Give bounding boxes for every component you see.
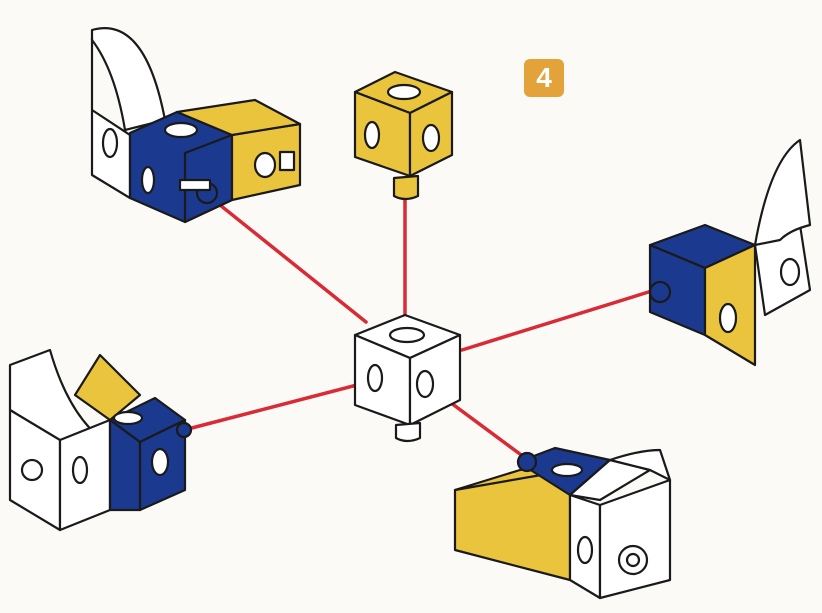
center-hub-cube: [353, 313, 462, 443]
right-assembly: [648, 138, 812, 367]
rod-left: [182, 378, 378, 432]
step-number-badge: 4: [524, 59, 564, 97]
curved-wedge: [90, 27, 167, 132]
top-left-assembly: [90, 27, 302, 224]
top-yellow-cube: [353, 70, 454, 201]
rod-top-left: [208, 195, 368, 324]
rod-right: [460, 288, 657, 352]
bottom-right-assembly: [453, 446, 672, 600]
left-assembly: [8, 348, 193, 532]
